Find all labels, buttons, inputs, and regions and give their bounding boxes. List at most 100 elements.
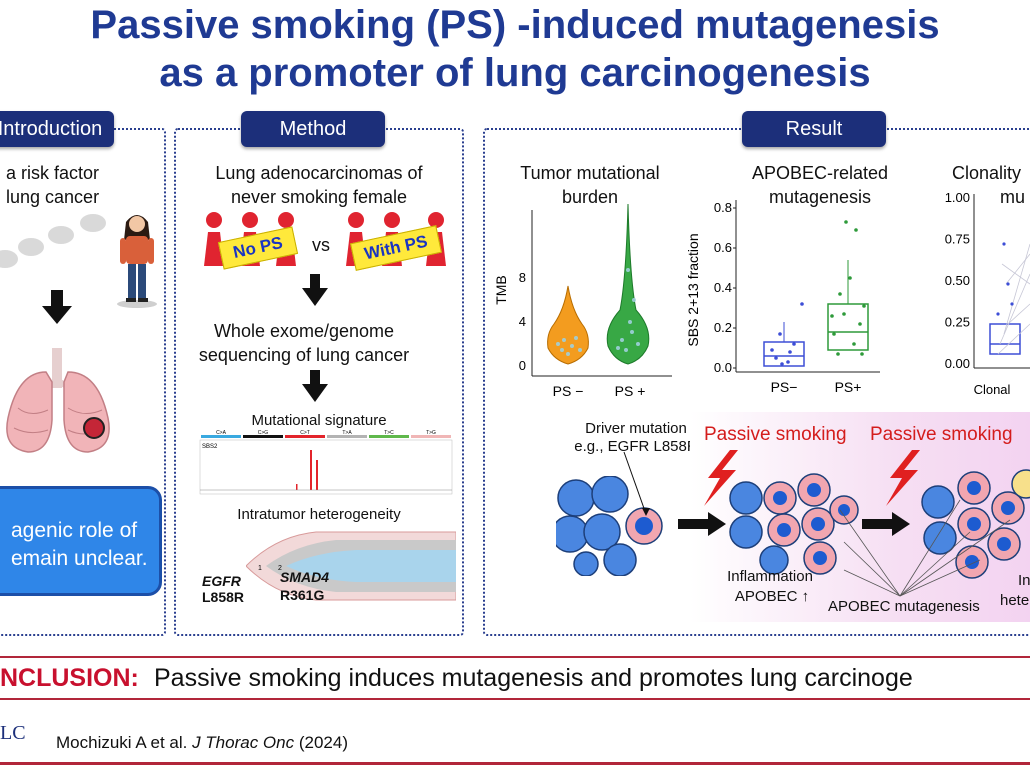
heterogeneity-label: Intratumor heterogeneity bbox=[237, 506, 401, 523]
driver-pointer-line bbox=[623, 451, 650, 516]
smad4-mutation-label: R361G bbox=[280, 587, 325, 603]
method-vs-label: vs bbox=[312, 235, 330, 255]
apobec-up-label: APOBEC ↑ bbox=[734, 588, 810, 605]
arrow-down-icon bbox=[42, 290, 72, 324]
signature-label: Mutational signature bbox=[251, 412, 387, 429]
signature-context-bar bbox=[285, 435, 325, 438]
clonality-y-tick: 0.00 bbox=[945, 356, 970, 371]
apobec-y-tick: 0.0 bbox=[714, 360, 732, 375]
method-cohort-line1: Lung adenocarcinomas of bbox=[215, 163, 423, 183]
tmb-group-ps-plus: PS + bbox=[615, 383, 646, 399]
inflammation-label: Inflammation bbox=[727, 568, 813, 585]
intro-box-line2: emain unclear. bbox=[11, 547, 148, 570]
passive-smoking-label-2: Passive smoking bbox=[870, 424, 1013, 445]
citation: Mochizuki A et al. J Thorac Onc (2024) bbox=[56, 733, 348, 753]
introduction-tag: Introduction bbox=[0, 111, 114, 147]
arrow-down-icon bbox=[302, 274, 328, 306]
right-cutoff-label-2: hete bbox=[1000, 592, 1030, 609]
signature-context-label: C>T bbox=[300, 430, 310, 436]
signature-context-bar bbox=[243, 435, 283, 438]
clonality-y-tick: 0.25 bbox=[945, 315, 970, 330]
clone-1-label: 1 bbox=[258, 565, 262, 572]
arrow-right-icon bbox=[678, 512, 726, 536]
citation-authors: Mochizuki A et al. bbox=[56, 733, 188, 752]
signature-context-bar bbox=[411, 435, 451, 438]
smoke-bubble bbox=[80, 214, 106, 232]
apobec-group-ps-plus: PS+ bbox=[835, 379, 862, 395]
method-tag: Method bbox=[241, 111, 385, 147]
apobec-box-plot: SBS 2+13 fraction 0.0 0.2 0.4 0.6 0.8 PS− PS… bbox=[685, 200, 880, 395]
apobec-mutagenesis-label: APOBEC mutagenesis bbox=[828, 598, 980, 615]
smad4-gene-label: SMAD4 bbox=[280, 569, 330, 585]
method-cohort-line2: never smoking female bbox=[230, 187, 408, 207]
apobec-y-tick: 0.6 bbox=[714, 240, 732, 255]
mutational-signature-plot: SBS2 C>A C>G C>T T>A T>C T>G bbox=[199, 430, 453, 495]
citation-year: (2024) bbox=[298, 733, 348, 752]
signature-context-label: T>C bbox=[384, 430, 394, 436]
apobec-y-tick: 0.2 bbox=[714, 320, 732, 335]
signature-name: SBS2 bbox=[202, 444, 218, 450]
apobec-title-line1: APOBEC-related bbox=[751, 163, 889, 183]
arrow-down-icon bbox=[302, 370, 328, 402]
clonality-title-line1: Clonality bbox=[952, 163, 1022, 183]
lightning-icon bbox=[886, 450, 920, 506]
result-tag: Result bbox=[742, 111, 886, 147]
page-title-line1: Passive smoking (PS) -induced mutagenesi… bbox=[90, 3, 940, 47]
fish-plot: 1 2 bbox=[246, 531, 456, 601]
smoke-bubble bbox=[18, 238, 44, 256]
right-cutoff-label-1: In bbox=[1018, 572, 1030, 589]
citation-journal: J Thorac Onc bbox=[192, 733, 295, 752]
egfr-gene-label: EGFR bbox=[202, 573, 241, 589]
passive-smoking-label-1: Passive smoking bbox=[704, 424, 847, 445]
clone-2-label: 2 bbox=[278, 565, 282, 572]
cell-cluster-normal bbox=[556, 476, 663, 576]
method-seq-line1: Whole exome/genome bbox=[213, 321, 395, 341]
lightning-icon bbox=[704, 450, 738, 506]
journal-logo: LC bbox=[0, 722, 26, 744]
conclusion-bar: NCLUSION: Passive smoking induces mutage… bbox=[0, 656, 1030, 700]
signature-context-bar bbox=[201, 435, 241, 438]
apobec-y-tick: 0.8 bbox=[714, 200, 732, 215]
clonality-y-tick: 0.50 bbox=[945, 273, 970, 288]
tmb-title-line2: burden bbox=[561, 187, 619, 207]
signature-context-label: T>A bbox=[342, 430, 352, 436]
cell-cluster-exposed-1 bbox=[729, 473, 859, 575]
tmb-y-tick: 8 bbox=[519, 270, 526, 285]
tmb-title-line1: Tumor mutational bbox=[520, 163, 660, 183]
woman-figure-icon bbox=[117, 215, 157, 308]
intro-box-line1: agenic role of bbox=[11, 519, 138, 542]
apobec-title-line2: mutagenesis bbox=[768, 187, 872, 207]
tmb-y-tick: 0 bbox=[519, 358, 526, 373]
cell-cluster-exposed-2 bbox=[921, 469, 1030, 579]
apobec-group-ps-minus: PS− bbox=[771, 379, 798, 395]
apobec-y-label: SBS 2+13 fraction bbox=[685, 233, 701, 346]
smoke-bubble bbox=[0, 250, 18, 268]
intro-risk-line1: a risk factor bbox=[6, 163, 100, 183]
apobec-y-tick: 0.4 bbox=[714, 280, 732, 295]
tmb-violin-plot: TMB 0 4 8 PS − PS + bbox=[493, 203, 672, 399]
tmb-group-ps-minus: PS − bbox=[553, 383, 584, 399]
clonality-x-label: Clonal bbox=[974, 382, 1011, 397]
smoke-bubble bbox=[48, 226, 74, 244]
tmb-y-tick: 4 bbox=[519, 314, 526, 329]
conclusion-label: NCLUSION: bbox=[0, 664, 139, 692]
footer-divider bbox=[0, 762, 1030, 765]
signature-context-label: C>A bbox=[216, 430, 227, 436]
clonality-plot: 0.00 0.25 0.50 0.75 1.00 Clonal bbox=[945, 190, 1030, 397]
clonality-y-tick: 0.75 bbox=[945, 232, 970, 247]
clonality-y-tick: 1.00 bbox=[945, 190, 970, 205]
arrow-right-icon bbox=[862, 512, 910, 536]
intro-risk-line2: lung cancer bbox=[6, 187, 100, 207]
egfr-mutation-label: L858R bbox=[202, 589, 245, 605]
apobec-pointer-lines bbox=[839, 499, 1011, 597]
clonality-title-line2: mu bbox=[1000, 187, 1026, 207]
tmb-y-label: TMB bbox=[493, 275, 509, 305]
driver-mutation-line2: e.g., EGFR L858R bbox=[574, 438, 698, 455]
signature-context-bar bbox=[369, 435, 409, 438]
lungs-icon bbox=[6, 348, 110, 453]
method-seq-line2: sequencing of lung cancer bbox=[198, 345, 410, 365]
conclusion-text: Passive smoking induces mutagenesis and … bbox=[154, 664, 913, 692]
signature-context-label: C>G bbox=[258, 430, 269, 436]
signature-context-label: T>G bbox=[426, 430, 436, 436]
page-title-line2: as a promoter of lung carcinogenesis bbox=[159, 51, 871, 95]
